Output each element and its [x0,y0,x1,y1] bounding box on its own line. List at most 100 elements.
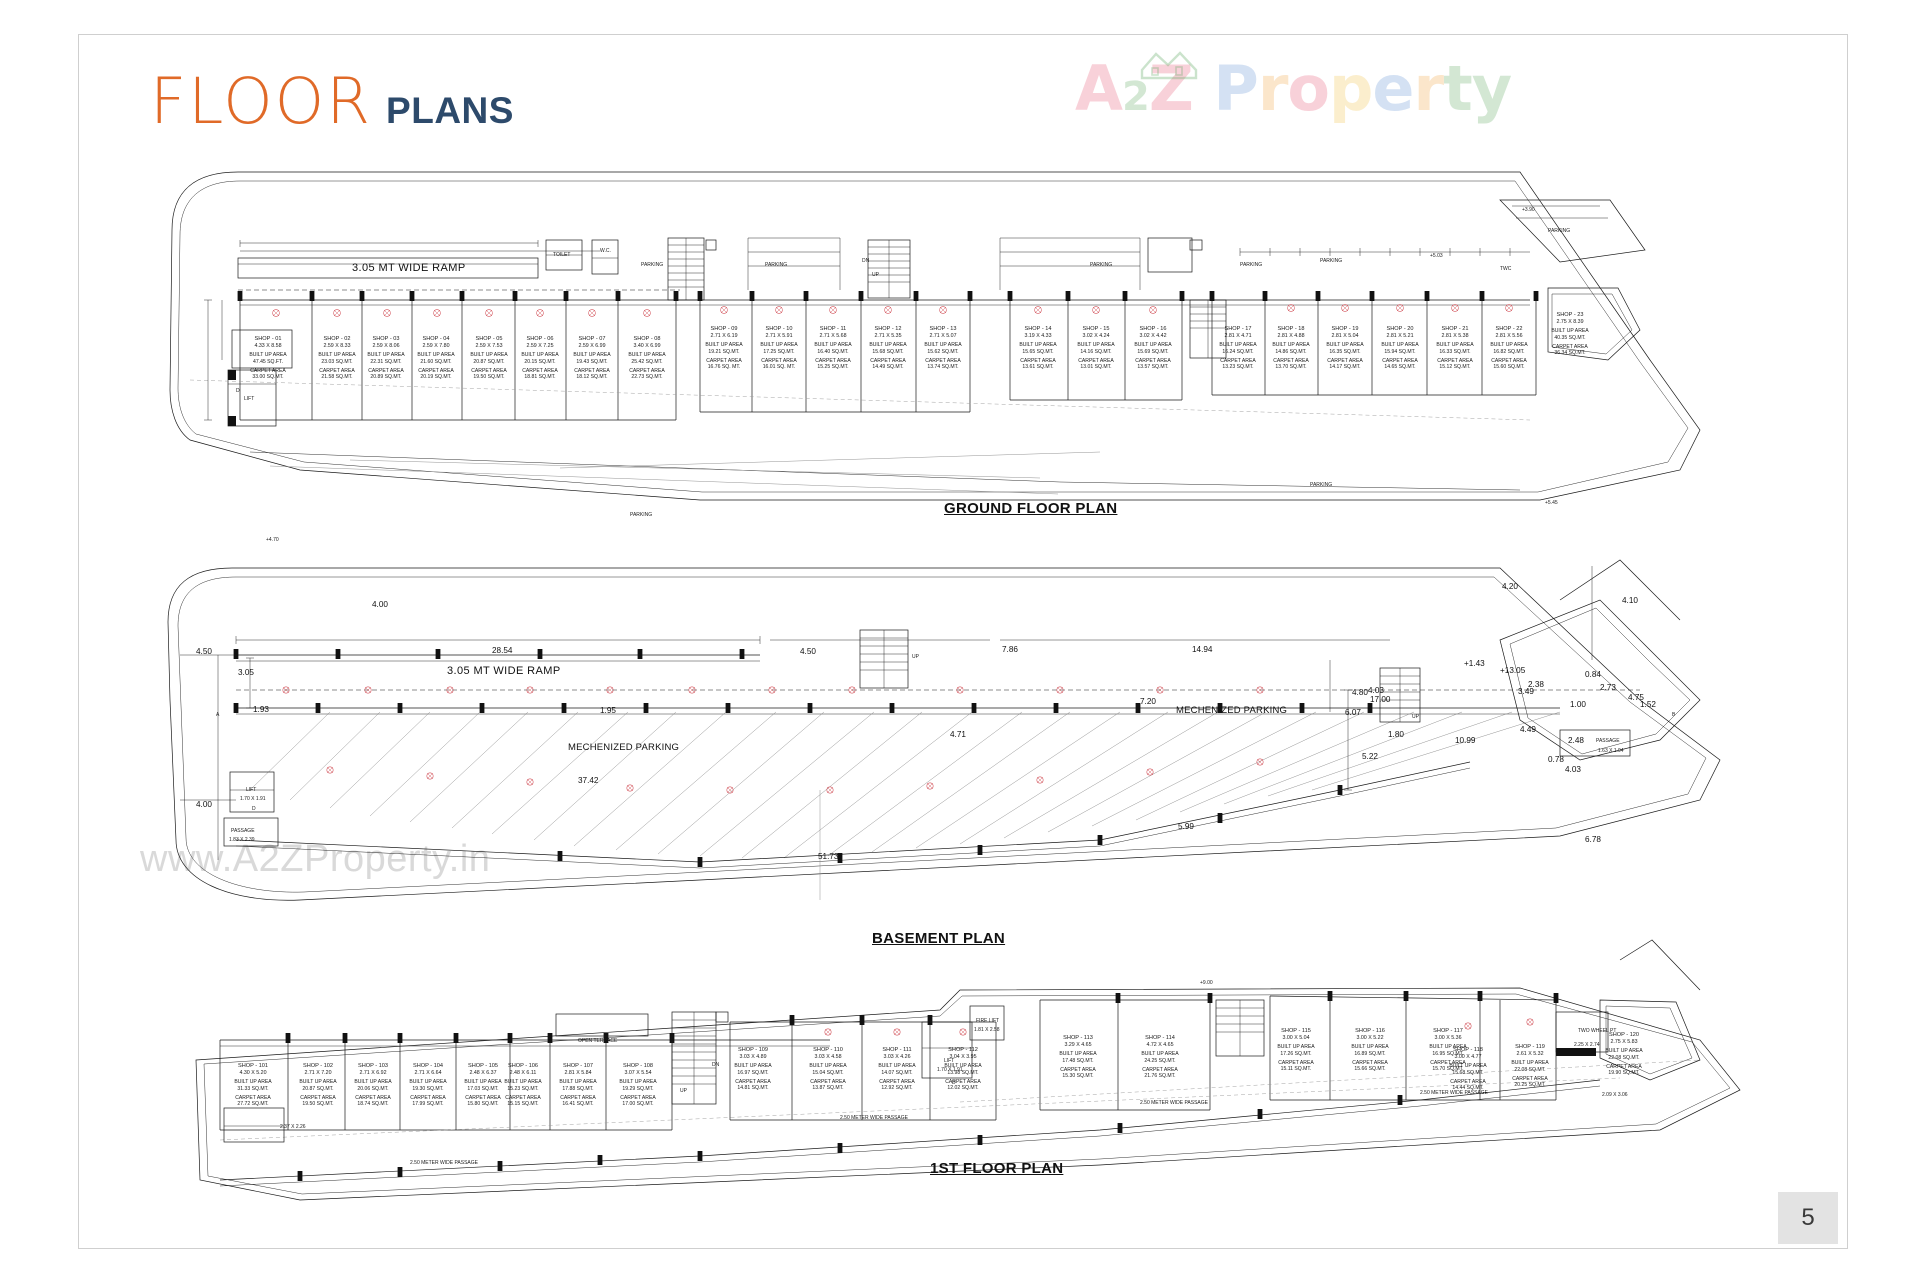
shop-builtup-value: 47.45 SQ.FT. [252,358,283,365]
shop-carpet-value: 20.19 SQ.MT. [420,374,452,381]
shop-builtup-label: BUILT UP AREA [814,342,852,349]
plan-annotation: +9.00 [1200,980,1213,986]
shop-builtup-label: BUILT UP AREA [470,352,508,359]
plan-annotation: 4.49 [1520,725,1536,734]
shop-builtup-label: BUILT UP AREA [734,1063,772,1070]
shop-name: SHOP - 116 [1355,1028,1385,1034]
shop-name: SHOP - 109 [737,1047,769,1053]
shop-builtup-label: BUILT UP AREA [318,352,356,359]
shop-builtup-value: 16.97 SQ.MT. [737,1069,769,1076]
plan-annotation: 1.70 X 1.91 [937,1067,963,1073]
shop-dimension: 2.48 X 6.37 [469,1070,497,1077]
shop-carpet-label: CARPET AREA [1327,357,1363,364]
shop-dimension: 3.02 X 4.42 [1139,333,1167,340]
shop-name: SHOP - 07 [578,336,606,342]
shop-name: SHOP - 107 [562,1063,594,1069]
shop-carpet-value: 16.76 SQ. MT. [707,364,741,371]
shop-dimension: 2.81 X 5.84 [564,1070,592,1077]
shop-builtup-label: BUILT UP AREA [1019,342,1057,349]
shop-dimension: 2.71 X 5.07 [929,333,957,340]
shop-carpet-value: 20.89 SQ.MT. [370,374,402,381]
shop-carpet-label: CARPET AREA [1382,357,1418,364]
shop-carpet-value: 14.17 SQ.MT. [1329,364,1361,371]
shop-dimension: 3.03 X 4.58 [814,1054,842,1061]
shop-builtup-label: BUILT UP AREA [234,1079,272,1086]
shop-dimension: 2.71 X 6.64 [414,1070,442,1077]
shop-dimension: 4.33 X 8.58 [254,343,282,350]
shop-builtup-value: 22.31 SQ.MT. [370,358,402,365]
shop-name: SHOP - 03 [372,336,400,342]
shop-carpet-label: CARPET AREA [1352,1059,1388,1066]
shop-builtup-value: 16.89 SQ.MT. [1354,1050,1386,1057]
shop-carpet-label: CARPET AREA [810,1078,846,1085]
shop-builtup-value: 16.95 SQ.MT. [1432,1050,1464,1057]
shop-carpet-value: 17.99 SQ.MT. [412,1101,444,1108]
shop-name: SHOP - 20 [1386,326,1414,332]
shop-carpet-label: CARPET AREA [471,367,507,374]
shop-carpet-value: 14.81 SQ.MT. [737,1085,769,1092]
shop-builtup-value: 20.87 SQ.MT. [302,1085,334,1092]
shop-dimension: 2.71 X 5.91 [765,333,793,340]
shop-name: SHOP - 17 [1224,326,1252,332]
plan-annotation: TWC [1500,266,1512,272]
shop-builtup-value: 24.25 SQ.MT. [1144,1057,1176,1064]
plan-annotation: 2.25 X 2.74 [1574,1042,1600,1048]
shop-carpet-label: CARPET AREA [1273,357,1309,364]
logo-word-property: Property [1213,52,1512,125]
site-watermark: www.A2ZProperty.in [140,838,491,880]
shop-name: SHOP - 110 [813,1047,843,1053]
shop-builtup-value: 22.08 SQ.MT. [1608,1054,1640,1061]
shop-carpet-value: 14.49 SQ.MT. [872,364,904,371]
shop-carpet-value: 13.70 SQ.MT. [1275,364,1307,371]
shop-carpet-label: CARPET AREA [735,1078,771,1085]
basement-caption: BASEMENT PLAN [872,930,1006,947]
shop-carpet-label: CARPET AREA [505,1094,541,1101]
shop-name: SHOP - 16 [1139,326,1167,332]
shop-builtup-value: 15.04 SQ.MT. [812,1069,844,1076]
shop-builtup-value: 15.68 SQ.MT. [1452,1069,1484,1076]
plan-annotation: 3.05 [238,668,254,677]
plan-annotation: PARKING [1240,262,1263,268]
plan-annotation: 7.86 [1002,645,1018,654]
shop-name: SHOP - 21 [1441,326,1469,332]
shop-dimension: 2.81 X 5.38 [1441,333,1469,340]
shop-carpet-value: 19.90 SQ.MT. [1608,1070,1640,1077]
shop-builtup-label: BUILT UP AREA [417,352,455,359]
shop-builtup-label: BUILT UP AREA [1429,1044,1467,1051]
basement-parking-label-right: MECHENIZED PARKING [1176,705,1288,716]
shop-carpet-label: CARPET AREA [1078,357,1114,364]
shop-builtup-value: 22.08 SQ.MT. [1514,1066,1546,1073]
basement-parking-label-left: MECHENIZED PARKING [568,742,680,753]
plan-annotation: LIFT [244,396,255,402]
plan-annotation: 7.20 [1140,697,1156,706]
shop-builtup-label: BUILT UP AREA [504,1079,542,1086]
shop-carpet-label: CARPET AREA [620,1094,656,1101]
shop-builtup-label: BUILT UP AREA [409,1079,447,1086]
shop-carpet-value: 33.00 SQ.MT. [252,374,284,381]
shop-carpet-value: 12.92 SQ.MT. [881,1085,913,1092]
shop-builtup-label: BUILT UP AREA [1449,1063,1487,1070]
shop-carpet-value: 18.74 SQ.MT. [357,1101,389,1108]
shop-builtup-label: BUILT UP AREA [464,1079,502,1086]
shop-builtup-label: BUILT UP AREA [760,342,798,349]
plan-annotation: +5.45 [1545,500,1558,506]
shop-carpet-label: CARPET AREA [465,1094,501,1101]
shop-carpet-value: 15.12 SQ.MT. [1439,364,1471,371]
plan-annotation: 4.03 [1368,686,1384,695]
shop-carpet-value: 12.02 SQ.MT. [947,1085,979,1092]
shop-carpet-value: 13.74 SQ.MT. [927,364,959,371]
shop-dimension: 2.71 X 5.68 [819,333,847,340]
plan-annotation: 0.84 [1585,670,1601,679]
shop-carpet-label: CARPET AREA [574,367,610,374]
shop-name: SHOP - 15 [1082,326,1110,332]
